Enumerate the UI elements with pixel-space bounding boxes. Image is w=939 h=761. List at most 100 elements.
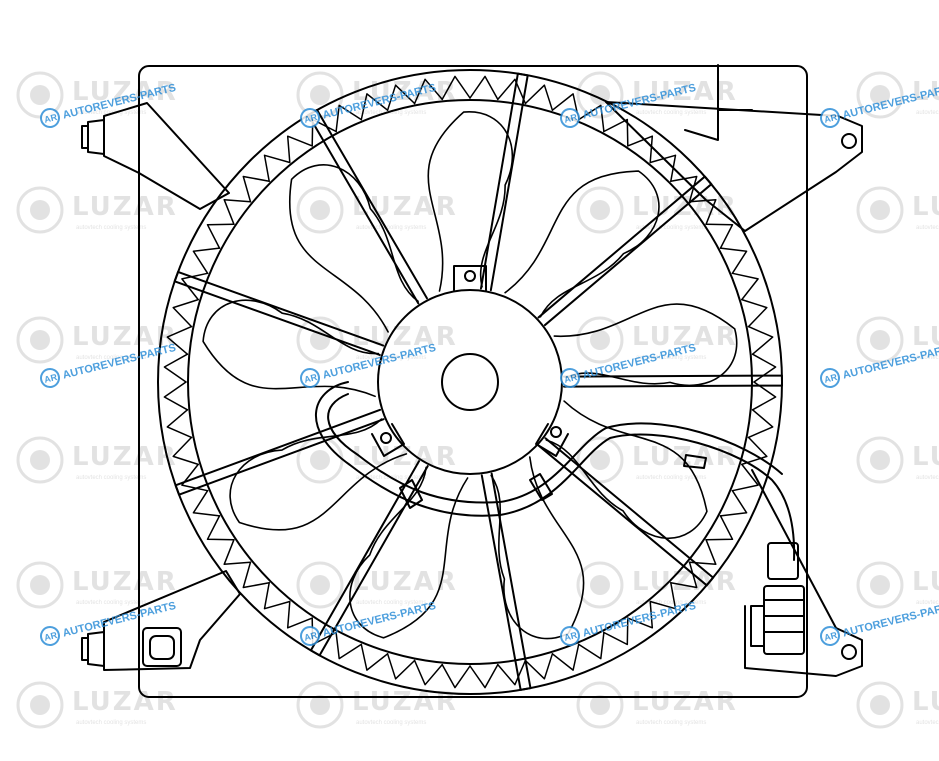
connector-body bbox=[763, 585, 805, 655]
ar-badge-text: AR bbox=[823, 112, 839, 125]
ring-tooth bbox=[263, 582, 291, 610]
ar-badge-icon bbox=[300, 108, 320, 128]
ring-tooth bbox=[603, 118, 629, 147]
lion-logo-core bbox=[310, 695, 330, 715]
luzar-tagline-text: autovtech cooling systems bbox=[916, 720, 939, 726]
lion-logo-core bbox=[30, 695, 50, 715]
luzar-tagline-text: autovtech cooling systems bbox=[356, 355, 426, 361]
lion-logo-core bbox=[30, 200, 50, 220]
ring-tooth bbox=[192, 489, 221, 517]
motor-hub bbox=[441, 353, 499, 411]
ring-tooth bbox=[386, 84, 416, 111]
ar-badge-text: AR bbox=[303, 112, 319, 125]
lion-logo-icon bbox=[856, 316, 904, 364]
luzar-brand-text: LUZAR bbox=[72, 322, 178, 352]
ring-tooth bbox=[577, 104, 605, 133]
wire-clip-left bbox=[399, 479, 423, 509]
ring-tooth bbox=[441, 663, 471, 689]
ar-badge-icon bbox=[820, 626, 840, 646]
ring-tooth bbox=[731, 463, 759, 492]
luzar-tagline-text: autovtech cooling systems bbox=[76, 720, 146, 726]
ring-teeth bbox=[163, 75, 777, 689]
motor-lug-left bbox=[371, 423, 405, 457]
motor-lug-top-hole bbox=[464, 270, 476, 282]
luzar-watermark: LUZAR autovtech cooling systems bbox=[856, 681, 939, 729]
ring-tooth bbox=[688, 198, 717, 225]
lion-logo-icon bbox=[296, 316, 344, 364]
ar-badge-text: AR bbox=[823, 630, 839, 643]
ar-badge-text: AR bbox=[563, 372, 579, 385]
ring-tooth bbox=[751, 353, 777, 383]
ring-tooth bbox=[206, 515, 235, 541]
ar-badge-icon bbox=[300, 626, 320, 646]
ar-badge-text: AR bbox=[303, 630, 319, 643]
ring-tooth bbox=[206, 223, 235, 249]
shroud-frame bbox=[138, 65, 808, 698]
ring-tooth bbox=[360, 93, 389, 121]
ring-tooth bbox=[242, 561, 270, 589]
ar-badge-text: AR bbox=[563, 112, 579, 125]
fan-blade bbox=[202, 299, 380, 398]
luzar-watermark: LUZAR autovtech cooling systems bbox=[16, 561, 178, 609]
fan-strut bbox=[309, 460, 429, 657]
ring-tooth bbox=[335, 631, 363, 660]
lion-logo-core bbox=[870, 200, 890, 220]
lion-logo-core bbox=[30, 450, 50, 470]
ring-tooth bbox=[551, 643, 580, 671]
ring-tooth bbox=[497, 659, 527, 686]
fan-blade bbox=[504, 170, 660, 318]
luzar-tagline-text: autovtech cooling systems bbox=[636, 600, 706, 606]
ar-badge-icon bbox=[300, 368, 320, 388]
fan-strut bbox=[480, 472, 532, 691]
luzar-tagline-text: autovtech cooling systems bbox=[356, 225, 426, 231]
lion-logo-icon bbox=[296, 186, 344, 234]
fan-ring-inner bbox=[187, 99, 753, 665]
lion-logo-core bbox=[310, 200, 330, 220]
ring-tooth bbox=[163, 353, 189, 383]
luzar-brand-text: LUZAR bbox=[72, 77, 178, 107]
upper-left-bracket bbox=[103, 102, 230, 210]
lion-logo-core bbox=[590, 200, 610, 220]
lion-logo-icon bbox=[576, 436, 624, 484]
luzar-brand-text: LUZAR bbox=[72, 567, 178, 597]
luzar-brand-text: LUZAR bbox=[912, 687, 939, 717]
square-clip bbox=[142, 627, 182, 667]
ar-badge-icon bbox=[560, 626, 580, 646]
lower-right-hole bbox=[841, 644, 857, 660]
connector-bands bbox=[763, 599, 805, 633]
luzar-tagline-text: autovtech cooling systems bbox=[636, 225, 706, 231]
motor-housing bbox=[377, 289, 563, 475]
upper-left-pin bbox=[81, 119, 105, 155]
lion-logo-core bbox=[590, 695, 610, 715]
luzar-brand-text: LUZAR bbox=[632, 322, 738, 352]
lion-logo-icon bbox=[576, 316, 624, 364]
wire-clip-right bbox=[529, 473, 553, 501]
lion-logo-core bbox=[310, 450, 330, 470]
connector-upper bbox=[767, 542, 799, 580]
luzar-tagline-text: autovtech cooling systems bbox=[356, 720, 426, 726]
upper-right-bracket bbox=[605, 101, 863, 232]
luzar-tagline-text: autovtech cooling systems bbox=[356, 110, 426, 116]
ring-tooth bbox=[627, 135, 654, 164]
luzar-brand-text: LUZAR bbox=[912, 77, 939, 107]
ring-tooth bbox=[670, 561, 698, 589]
luzar-tagline-text: autovtech cooling systems bbox=[76, 355, 146, 361]
upper-right-tab bbox=[684, 64, 753, 141]
luzar-tagline-text: autovtech cooling systems bbox=[76, 600, 146, 606]
ar-badge-text: AR bbox=[563, 630, 579, 643]
ring-tooth bbox=[166, 325, 193, 355]
ring-tooth bbox=[649, 582, 677, 610]
ring-tooth bbox=[335, 104, 363, 133]
ring-tooth bbox=[649, 154, 677, 182]
fan-blades bbox=[202, 111, 738, 640]
ar-badge-icon bbox=[560, 108, 580, 128]
lion-logo-core bbox=[870, 330, 890, 350]
ring-tooth bbox=[627, 600, 654, 629]
luzar-brand-text: LUZAR bbox=[632, 687, 738, 717]
